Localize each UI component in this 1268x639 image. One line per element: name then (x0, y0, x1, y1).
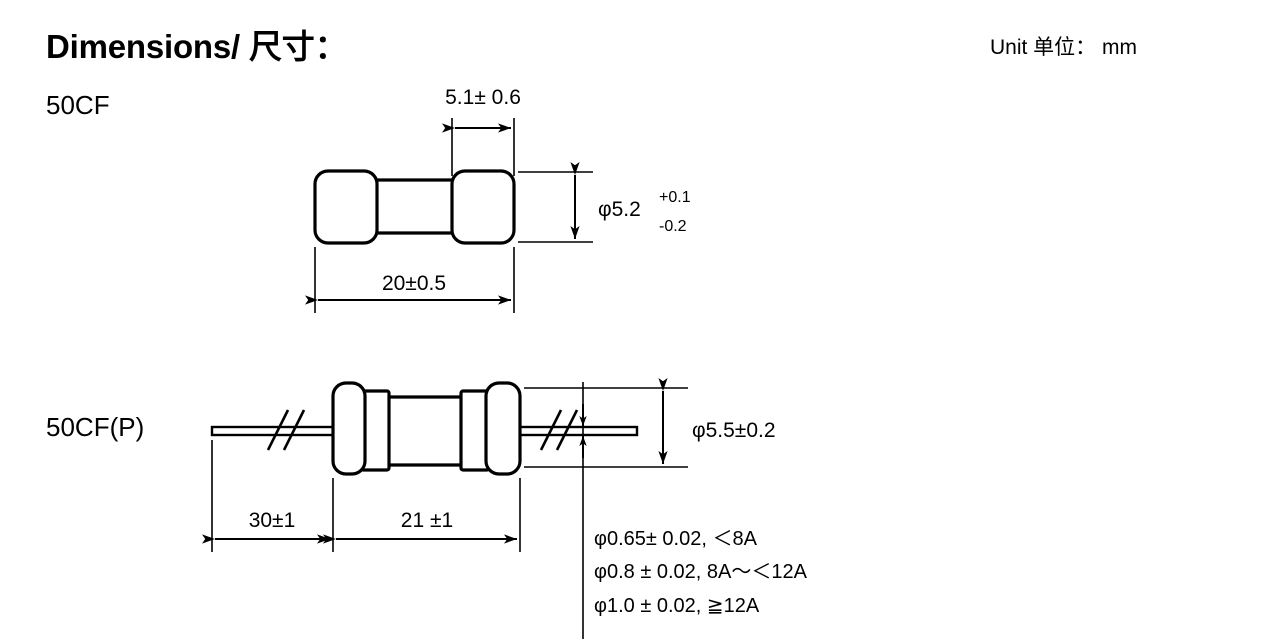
lead-wire-spec-1: φ0.65± 0.02, ＜8A (594, 528, 758, 550)
dim-diameter-lower-tol: -0.2 (659, 218, 687, 235)
fuse2-center-tube (384, 395, 466, 467)
dim-body2-length-text: 21 ±1 (401, 509, 453, 532)
left-lead-wire (210, 425, 354, 437)
part-label-50cf-p: 50CF(P) (46, 412, 145, 442)
right-break-mark-2 (555, 409, 579, 451)
dim-cap-width: 5.1± 0.6 (442, 86, 521, 176)
fuse-left-cap (313, 169, 379, 245)
dim-cap-width-text: 5.1± 0.6 (445, 86, 521, 109)
page-title: Dimensions/ 尺寸： (46, 28, 348, 65)
lead-wire-spec-2: φ0.8 ± 0.02, 8A～＜12A (594, 561, 808, 583)
dim-body-diameter-text: φ5.2 (598, 198, 641, 221)
dim-body2-diameter: φ5.5±0.2 (524, 378, 776, 468)
fuse2-left-cap (331, 381, 367, 476)
dim-body-length: 20±0.5 (305, 247, 515, 313)
dim-diameter-upper-tol: +0.1 (659, 189, 691, 206)
right-break-mark-1 (539, 409, 563, 451)
drawing-50cfp-body (331, 381, 522, 476)
dim-body-diameter: φ5.2 +0.1 -0.2 (518, 162, 691, 243)
dim-lead-length-text: 30±1 (249, 509, 296, 532)
dim-lead-and-body-length: 30±1 21 ±1 (202, 440, 521, 552)
drawing-50cf-body (313, 169, 516, 245)
dim-body-length-text: 20±0.5 (382, 272, 446, 295)
fuse-right-cap (450, 169, 516, 245)
lead-wire-spec-notes: φ0.65± 0.02, ＜8A φ0.8 ± 0.02, 8A～＜12A φ1… (594, 528, 808, 617)
fuse-center-tube (372, 178, 458, 235)
unit-note: Unit 单位： mm (990, 36, 1137, 59)
lead-wire-spec-3: φ1.0 ± 0.02, ≧12A (594, 595, 760, 617)
fuse2-right-cap (484, 381, 522, 476)
left-break-mark-1 (266, 409, 290, 451)
part-label-50cf: 50CF (46, 90, 110, 120)
right-lead-wire (508, 425, 639, 437)
dim-body2-diameter-text: φ5.5±0.2 (692, 419, 776, 442)
left-break-mark-2 (282, 409, 306, 451)
